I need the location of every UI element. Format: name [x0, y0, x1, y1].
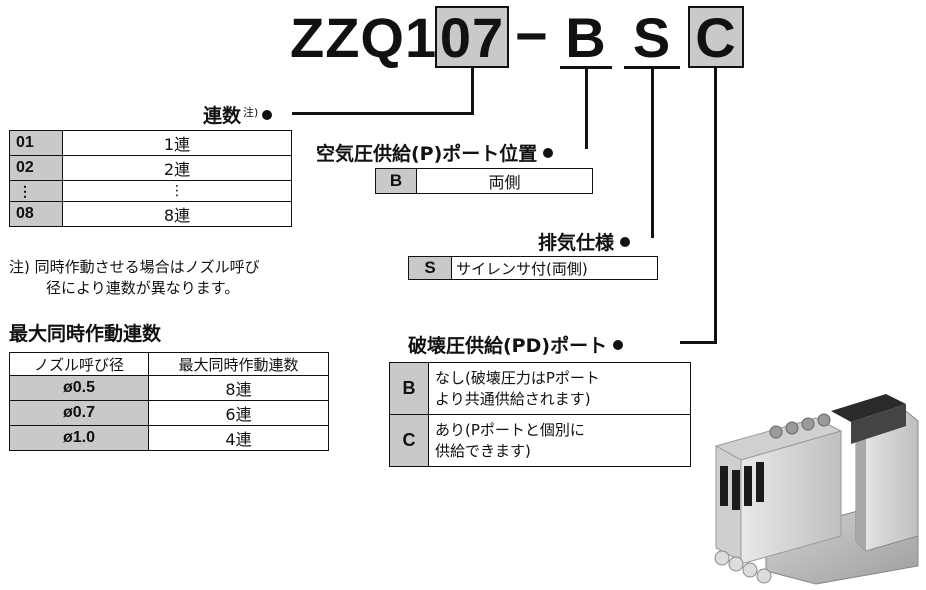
model-code-stations: 07: [435, 6, 509, 68]
stations-note-line2: 径により連数が異なります。: [46, 279, 240, 297]
exhaust-value: サイレンサ付(両側): [451, 256, 658, 280]
connector-supply-v: [585, 68, 588, 149]
stations-heading: 連数 注): [203, 101, 273, 128]
supply-table: B 両側: [375, 168, 593, 194]
release-code: B: [389, 362, 429, 415]
table-row: 01 1連: [9, 130, 292, 156]
model-code-release: C: [688, 6, 744, 68]
table-row: ø0.7 6連: [9, 400, 329, 426]
release-value: なし(破壊圧力はPポート より共通供給されます): [428, 362, 691, 415]
stations-value: 2連: [62, 155, 292, 181]
supply-heading: 空気圧供給(P)ポート位置: [316, 139, 554, 166]
max-sim-table: ノズル呼び径 最大同時作動連数 ø0.5 8連 ø0.7 6連 ø1.0 4連: [9, 352, 329, 451]
stations-value: 1連: [62, 130, 292, 156]
release-value-line2: より共通供給されます): [435, 389, 591, 408]
stations-code: 08: [9, 201, 63, 227]
stations-table: 01 1連 02 2連 ⋮ ⋮ 08 8連: [9, 130, 292, 227]
supply-code: B: [375, 168, 417, 194]
model-code-supply: B: [560, 10, 612, 69]
table-row: 02 2連: [9, 155, 292, 181]
release-value-line2: 供給できます): [435, 441, 531, 460]
max-sim-nozzle: ø1.0: [9, 425, 149, 451]
model-code-dash: −: [515, 4, 549, 67]
exhaust-heading: 排気仕様: [538, 228, 631, 255]
stations-code: 01: [9, 130, 63, 156]
release-dot-icon: [613, 339, 624, 350]
table-row: ⋮ ⋮: [9, 180, 292, 202]
connector-stations-h: [292, 112, 474, 115]
max-sim-count: 8連: [148, 375, 329, 401]
table-row: B なし(破壊圧力はPポート より共通供給されます): [389, 362, 691, 415]
supply-dot-icon: [543, 147, 554, 158]
stations-title: 連数: [203, 105, 242, 127]
table-row: C あり(Pポートと個別に 供給できます): [389, 414, 691, 467]
table-header-row: ノズル呼び径 最大同時作動連数: [9, 352, 329, 376]
table-row: ø0.5 8連: [9, 375, 329, 401]
exhaust-code: S: [408, 256, 452, 280]
release-title: 破壊圧供給(PD)ポート: [408, 335, 608, 357]
max-sim-title: 最大同時作動連数: [9, 323, 162, 345]
supply-value: 両側: [416, 168, 593, 194]
connector-exhaust-v: [651, 68, 654, 238]
stations-note-line1: 注) 同時作動させる場合はノズル呼び: [9, 258, 260, 276]
release-heading: 破壊圧供給(PD)ポート: [408, 331, 624, 358]
stations-note-mark: 注): [243, 105, 259, 119]
max-sim-header-count: 最大同時作動連数: [148, 352, 329, 376]
connector-release-h: [680, 341, 717, 344]
max-sim-nozzle: ø0.5: [9, 375, 149, 401]
exhaust-table: S サイレンサ付(両側): [408, 256, 658, 280]
product-image: [714, 394, 919, 585]
release-table: B なし(破壊圧力はPポート より共通供給されます) C あり(Pポートと個別に…: [389, 362, 691, 467]
model-code-exhaust: S: [624, 10, 680, 69]
stations-value: 8連: [62, 201, 292, 227]
max-sim-count: 4連: [148, 425, 329, 451]
max-sim-count: 6連: [148, 400, 329, 426]
stations-code: 02: [9, 155, 63, 181]
release-code: C: [389, 414, 429, 467]
table-row: B 両側: [375, 168, 593, 194]
release-value-line1: あり(Pポートと個別に: [435, 420, 585, 439]
stations-value: ⋮: [62, 180, 292, 202]
model-code-prefix: ZZQ1: [290, 6, 438, 69]
connector-stations-v: [471, 68, 474, 114]
connector-release-v: [714, 68, 717, 343]
module-group: [714, 413, 843, 584]
table-row: S サイレンサ付(両側): [408, 256, 658, 280]
stations-code: ⋮: [9, 180, 63, 202]
exhaust-title: 排気仕様: [538, 232, 615, 254]
stations-dot-icon: [262, 109, 273, 120]
release-value: あり(Pポートと個別に 供給できます): [428, 414, 691, 467]
max-sim-header-nozzle: ノズル呼び径: [9, 352, 149, 376]
exhaust-dot-icon: [620, 236, 631, 247]
release-value-line1: なし(破壊圧力はPポート: [435, 368, 600, 387]
supply-title: 空気圧供給(P)ポート位置: [316, 143, 538, 165]
table-row: ø1.0 4連: [9, 425, 329, 451]
max-sim-nozzle: ø0.7: [9, 400, 149, 426]
table-row: 08 8連: [9, 201, 292, 227]
